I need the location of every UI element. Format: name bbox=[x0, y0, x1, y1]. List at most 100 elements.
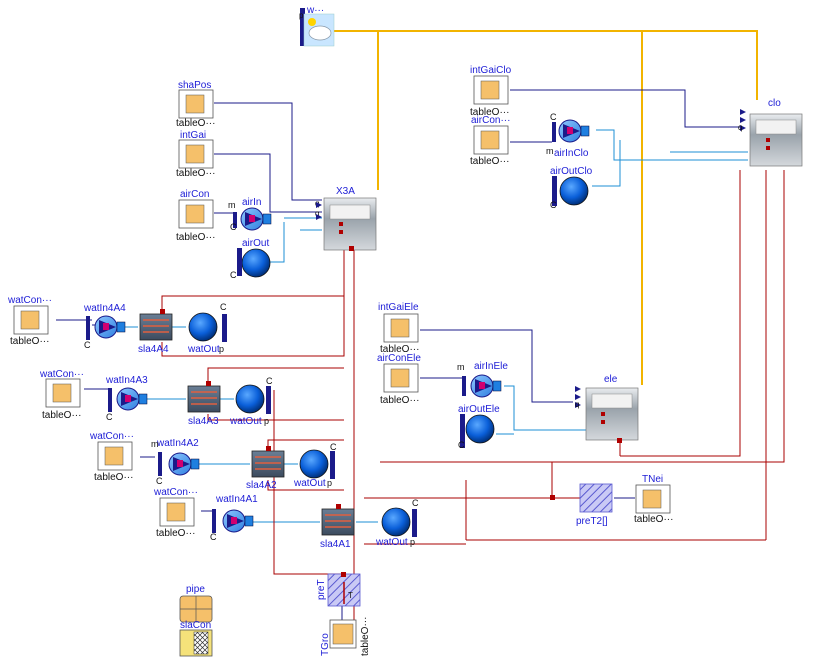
table-airConEle-sub: tableO··· bbox=[380, 395, 419, 406]
outlet-watOut3-title: watOut bbox=[229, 416, 262, 427]
TGro-sub: tableO··· bbox=[360, 617, 371, 656]
table-grid-icon bbox=[52, 383, 72, 403]
slab-sla4A3[interactable]: sla4A3 bbox=[187, 381, 221, 427]
outlet-watOut4[interactable]: watOut p bbox=[187, 312, 227, 355]
svg-text:C: C bbox=[330, 442, 337, 452]
outlet-watOut4-p: p bbox=[219, 344, 224, 354]
pump-watIn4A2-title: watIn4A2 bbox=[156, 438, 199, 449]
svg-text:C: C bbox=[266, 376, 273, 386]
table-TNei-sub: tableO··· bbox=[634, 514, 673, 525]
room-ele[interactable]: ele q bbox=[575, 374, 639, 443]
table-TNei[interactable]: TNei tableO··· bbox=[634, 474, 673, 525]
pump-watIn4A1-title: watIn4A1 bbox=[215, 494, 258, 505]
port-markers: C C C C C C C C C C C C C bbox=[84, 112, 557, 542]
table-watCon3[interactable]: watCon··· tableO··· bbox=[89, 431, 134, 483]
clo-port-q: q bbox=[738, 123, 742, 132]
pump-airInEle-title: airInEle bbox=[474, 361, 508, 372]
slab-sla4A4[interactable]: sla4A4 bbox=[138, 309, 173, 355]
slab-sla4A1-title: sla4A1 bbox=[320, 539, 351, 550]
outlet-watOut2-title: watOut bbox=[293, 478, 326, 489]
table-airConEle-title: airConEle bbox=[377, 353, 421, 364]
table-grid-icon bbox=[185, 144, 205, 164]
table-airConEle[interactable]: airConEle tableO··· bbox=[377, 353, 421, 406]
outlet-watOut2[interactable]: watOut p bbox=[293, 449, 335, 489]
room-X3A[interactable]: X3A q q bbox=[315, 186, 377, 251]
record-pipe[interactable]: pipe slaCon bbox=[179, 584, 213, 657]
table-intGaiClo-sub: tableO··· bbox=[470, 107, 509, 118]
table-airConClo-sub: tableO··· bbox=[470, 156, 509, 167]
table-watCon2-title: watCon··· bbox=[39, 369, 84, 380]
table-watCon1[interactable]: watCon··· tableO··· bbox=[7, 295, 52, 347]
table-intGai-title: intGai bbox=[180, 130, 206, 141]
pump-watIn4A1[interactable]: watIn4A1 bbox=[212, 494, 258, 533]
table-watCon4[interactable]: watCon··· tableO··· bbox=[153, 487, 198, 539]
pump-airInClo-m: m bbox=[546, 146, 554, 156]
pump-watIn4A2-m: m bbox=[151, 439, 159, 449]
table-intGai-sub: tableO··· bbox=[176, 168, 215, 179]
table-grid-icon bbox=[480, 130, 500, 150]
svg-text:C: C bbox=[412, 498, 419, 508]
svg-text:C: C bbox=[550, 200, 557, 210]
slaCon-title: slaCon bbox=[180, 620, 211, 631]
pump-airIn-title: airIn bbox=[242, 197, 261, 208]
prescribed-temperature-preT[interactable]: preT T bbox=[316, 572, 361, 607]
pump-watIn4A4[interactable]: watIn4A4 bbox=[83, 303, 126, 340]
slab-sla4A4-title: sla4A4 bbox=[138, 344, 169, 355]
fluid-wires bbox=[124, 129, 748, 523]
table-watCon1-title: watCon··· bbox=[7, 295, 52, 306]
table-watCon3-sub: tableO··· bbox=[94, 472, 133, 483]
table-shaPos[interactable]: shaPos tableO··· bbox=[176, 80, 215, 129]
outlet-watOut2-p: p bbox=[327, 478, 332, 488]
table-airConClo-title: airCon··· bbox=[471, 115, 510, 126]
pump-airIn[interactable]: airIn m bbox=[228, 197, 272, 231]
pump-watIn4A3[interactable]: watIn4A3 bbox=[105, 375, 148, 412]
table-grid-icon bbox=[332, 623, 354, 645]
table-intGaiClo[interactable]: intGaiClo tableO··· bbox=[470, 65, 512, 118]
table-watCon3-title: watCon··· bbox=[89, 431, 134, 442]
outlet-airOutEle[interactable]: airOutEle bbox=[458, 404, 500, 448]
table-watCon2-sub: tableO··· bbox=[42, 410, 81, 421]
table-airCon[interactable]: airCon tableO··· bbox=[176, 189, 215, 243]
table-airConClo[interactable]: airCon··· tableO··· bbox=[470, 115, 510, 167]
svg-text:C: C bbox=[106, 412, 113, 422]
room-clo-label: clo bbox=[768, 98, 781, 109]
prescribed-temperature-preT2[interactable]: preT2[] bbox=[550, 483, 613, 527]
outlet-airOutClo[interactable]: airOutClo bbox=[550, 166, 593, 206]
svg-text:C: C bbox=[220, 302, 227, 312]
slab-sla4A2[interactable]: sla4A2 bbox=[246, 446, 285, 491]
room-clo[interactable]: clo q bbox=[738, 98, 803, 167]
preT2-title: preT2[] bbox=[576, 516, 608, 527]
table-TGro[interactable]: TGro tableO··· bbox=[320, 617, 371, 656]
table-intGaiEle[interactable]: intGaiEle tableO··· bbox=[378, 302, 419, 355]
room-X3A-label: X3A bbox=[336, 186, 355, 197]
table-airCon-sub: tableO··· bbox=[176, 232, 215, 243]
pipe-title: pipe bbox=[186, 584, 205, 595]
outlet-watOut4-title: watOut bbox=[187, 344, 220, 355]
table-grid-icon bbox=[390, 368, 410, 388]
table-watCon4-title: watCon··· bbox=[153, 487, 198, 498]
outlet-airOut[interactable]: airOut bbox=[237, 238, 271, 278]
cloud-icon bbox=[308, 25, 332, 41]
table-shaPos-sub: tableO··· bbox=[176, 118, 215, 129]
table-grid-icon bbox=[166, 502, 186, 522]
pump-airInEle[interactable]: airInEle m bbox=[457, 361, 508, 398]
slab-sla4A1[interactable]: sla4A1 bbox=[320, 504, 355, 550]
pump-airInClo[interactable]: airInClo m bbox=[546, 119, 590, 159]
weather-data-block[interactable]: w··· p bbox=[299, 5, 335, 47]
table-grid-icon bbox=[390, 318, 410, 338]
slab-sla4A2-title: sla4A2 bbox=[246, 480, 277, 491]
pump-airInClo-title: airInClo bbox=[554, 148, 589, 159]
table-intGai[interactable]: intGai tableO··· bbox=[176, 130, 215, 179]
weather-label: w··· bbox=[306, 5, 324, 16]
svg-text:C: C bbox=[156, 476, 163, 486]
outlet-watOut1-p: p bbox=[410, 537, 415, 547]
TGro-title: TGro bbox=[320, 633, 331, 656]
pump-watIn4A2[interactable]: watIn4A2 m bbox=[151, 438, 200, 476]
outlet-watOut1[interactable]: watOut p bbox=[375, 507, 417, 548]
outlet-watOut3[interactable]: watOut p bbox=[229, 384, 271, 427]
table-watCon2[interactable]: watCon··· tableO··· bbox=[39, 369, 84, 421]
pump-airIn-m: m bbox=[228, 200, 236, 210]
outlet-watOut3-p: p bbox=[264, 416, 269, 426]
svg-text:C: C bbox=[550, 112, 557, 122]
